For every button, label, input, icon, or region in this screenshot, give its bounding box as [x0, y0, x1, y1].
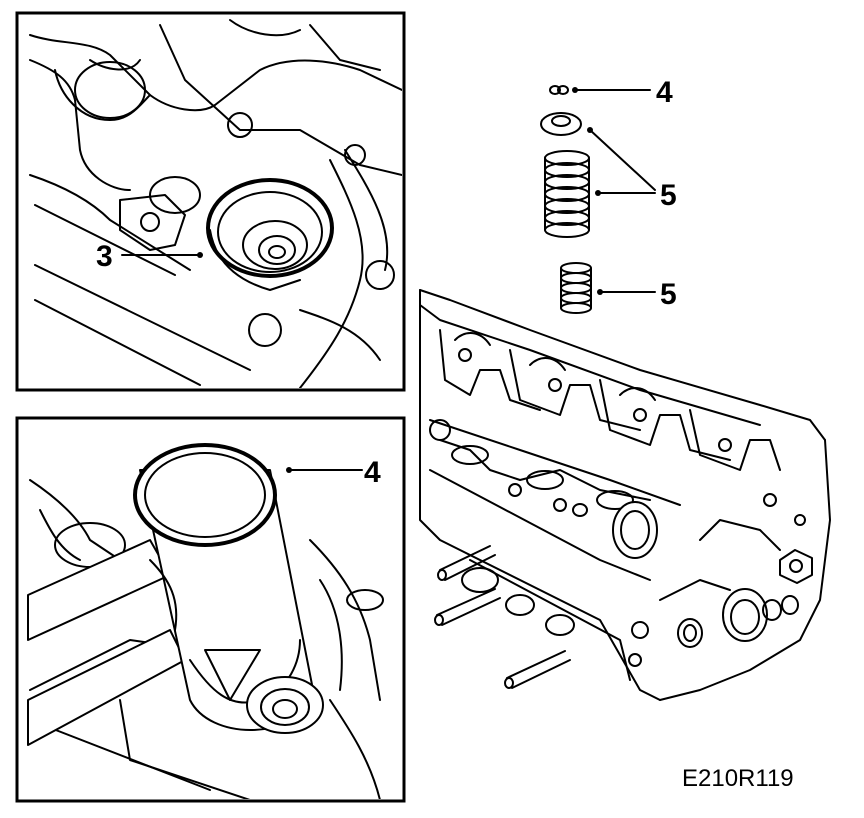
exploded-valve-parts: 4 — [540, 76, 677, 314]
cylinder-head-icon — [419, 289, 831, 701]
callout-4-panel: 4 — [364, 456, 381, 489]
valve-keeper-icon — [549, 85, 569, 95]
valve-stem-seal-icon — [206, 178, 334, 278]
outer-valve-spring-icon — [544, 150, 590, 238]
cylinder-head-closeup-bottom — [27, 443, 384, 799]
cylinder-head-closeup-top — [29, 19, 402, 388]
callout-5-upper: 5 — [660, 179, 677, 212]
callout-4-keepers: 4 — [656, 76, 673, 109]
panel-top-frame — [15, 11, 406, 392]
callout-5-lower: 5 — [660, 278, 677, 311]
figure-id: E210R119 — [682, 765, 794, 792]
callout-3: 3 — [96, 240, 113, 273]
leader-dot-3 — [197, 252, 203, 258]
valve-spring-cap-icon — [540, 112, 582, 136]
panel-top-detail: 3 — [15, 11, 406, 392]
leader-dot-4-panel — [286, 467, 292, 473]
panel-bottom-detail: 4 — [15, 416, 406, 803]
inner-valve-spring-icon — [560, 262, 592, 314]
leader-dot-4-keepers — [572, 87, 578, 93]
